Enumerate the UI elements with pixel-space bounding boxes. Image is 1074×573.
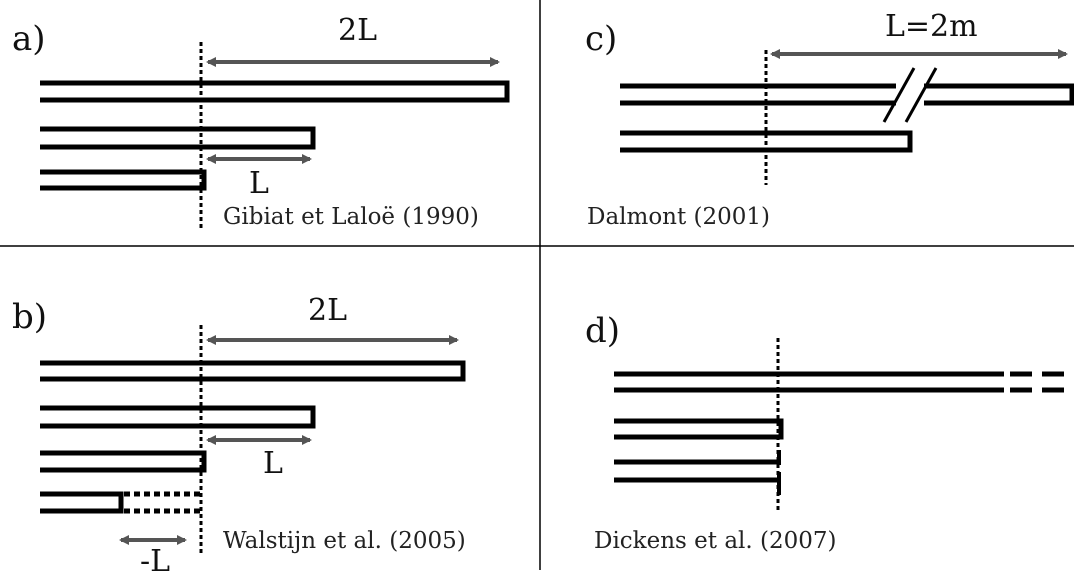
panel-a-tube-mid [40,126,316,150]
panel-b-citation: Walstijn et al. (2005) [223,528,466,554]
panel-a-citation: Gibiat et Laloë (1990) [223,204,479,230]
panel-c-tube-short [620,130,913,153]
panel-c-citation: Dalmont (2001) [587,204,770,230]
panel-a: a) 2L L Gibiat et Laloë (1990) [12,13,510,230]
panel-c-break-mark-1 [882,67,916,123]
panel-c-label: c) [585,19,617,59]
panel-a-2L-label: 2L [338,13,377,48]
panel-b-2L-label: 2L [308,293,347,328]
panel-b-tube-short [40,450,207,473]
panel-d-tube-1 [614,418,784,440]
panel-c: c) L=2m Dalmont (2001) [585,9,1074,230]
panel-c-break-mark-2 [904,67,938,123]
panel-a-L-label: L [249,166,269,201]
panel-b-L-label: L [263,446,283,481]
panel-b-neg-L-label: -L [140,544,170,573]
panel-a-tube-short [40,169,207,191]
panel-c-L-label: L=2m [885,9,978,44]
panel-b-label: b) [12,297,47,337]
panel-b-tube-long [40,360,466,382]
panel-b-tube-mid [40,405,316,429]
panel-c-tube-long [620,83,1074,106]
panel-a-label: a) [12,19,46,59]
panel-b: b) 2L L -L Walstijn et al. (2005) [12,293,466,573]
panel-b-tube-negative [40,491,124,514]
panel-d-label: d) [585,311,620,351]
panel-a-tube-long [40,80,510,103]
panel-d-citation: Dickens et al. (2007) [594,528,837,554]
panel-d: d) Dickens et al. (2007) [585,311,1072,554]
